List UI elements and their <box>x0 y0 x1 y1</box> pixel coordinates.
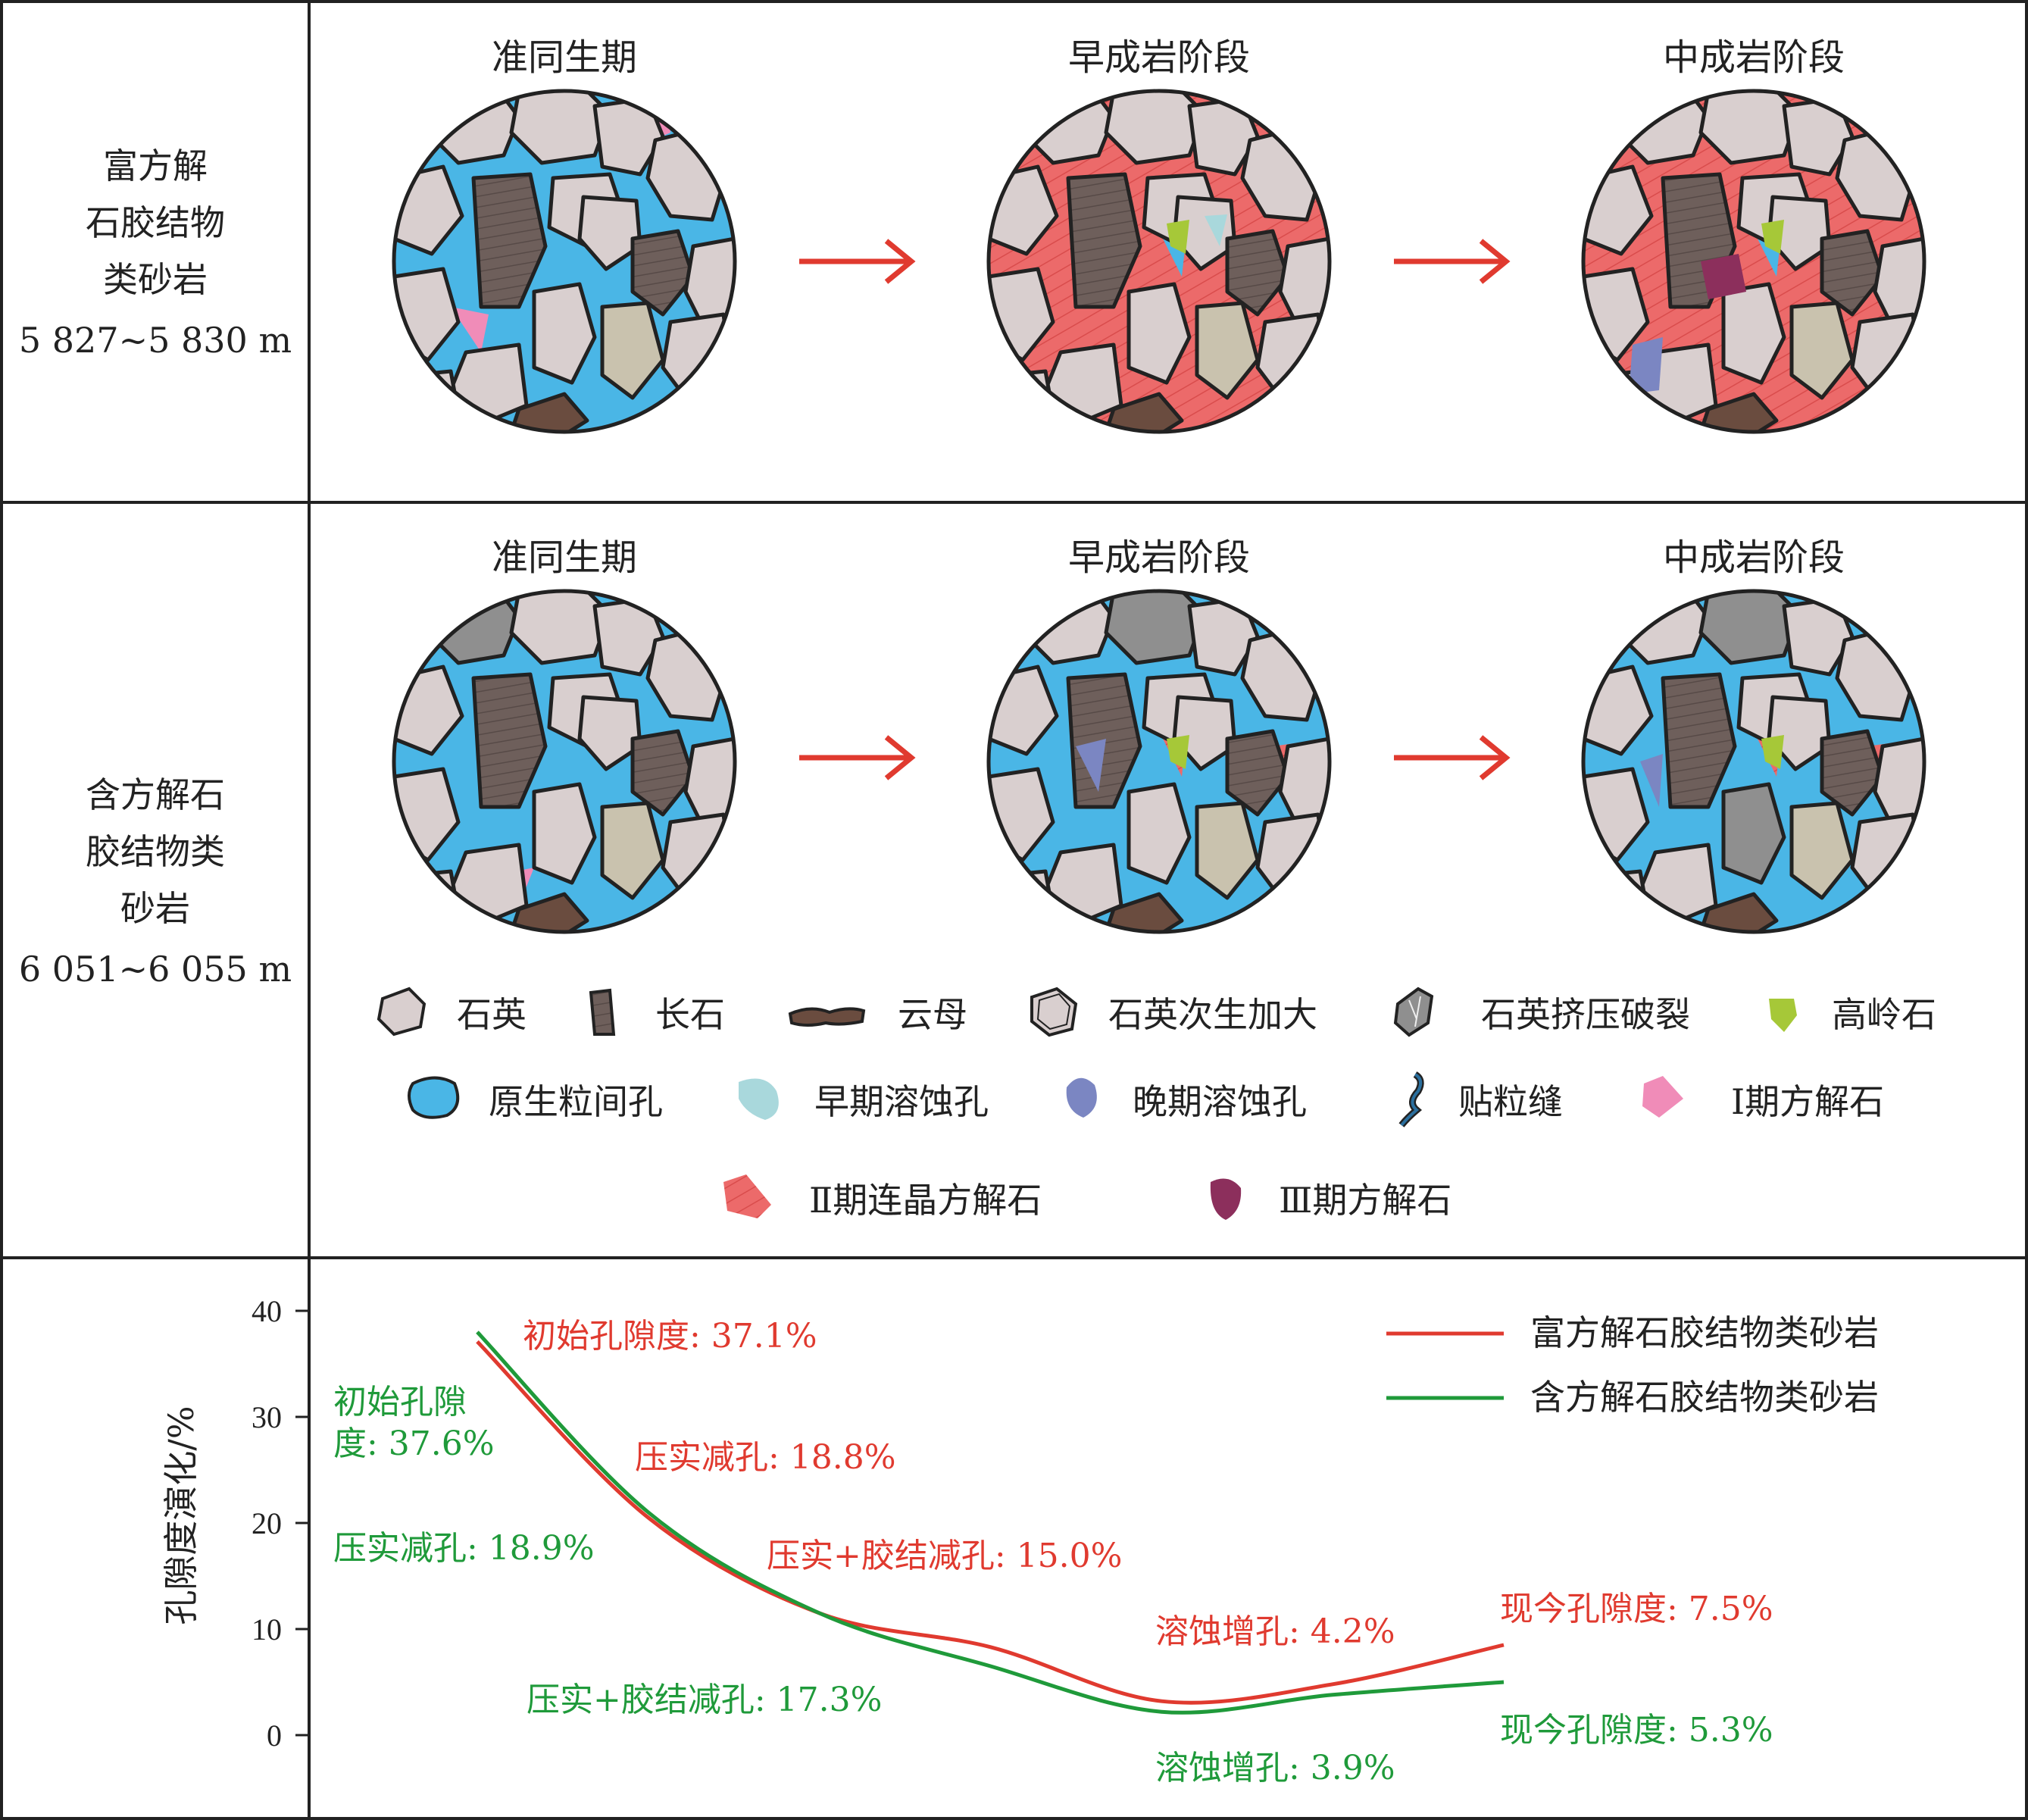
legend-item-late-dissolution-pore: 晚期溶蚀孔 <box>1066 1077 1307 1122</box>
legend-series-green: 含方解石胶结物类砂岩 <box>1530 1377 1879 1418</box>
row-2-stage-3-title: 中成岩阶段 <box>1663 536 1845 579</box>
legend: 石英 长石 云母 石英次生加大 石英挤压破裂 高岭石 原生粒间孔 <box>377 987 1936 1221</box>
thin-section-borders <box>392 89 1926 934</box>
legend-label-kaolinite: 高岭石 <box>1832 994 1936 1035</box>
annotation-red-dissolution: 溶蚀增孔: 4.2% <box>1155 1612 1395 1651</box>
primary-pore-icon <box>408 1076 460 1119</box>
y-tick-label: 10 <box>252 1612 282 1646</box>
row-1-label: 富方解 石胶结物 类砂岩 5 827~5 830 m <box>19 145 292 361</box>
legend-label-quartz: 石英 <box>457 994 527 1035</box>
arrow-icon <box>1394 735 1511 780</box>
annotation-red-compaction: 压实减孔: 18.8% <box>635 1438 896 1477</box>
legend-label-calcite-stage2: Ⅱ期连晶方解石 <box>809 1180 1042 1221</box>
annotation-green-present: 现今孔隙度: 5.3% <box>1500 1711 1773 1750</box>
legend-item-early-dissolution-pore: 早期溶蚀孔 <box>739 1078 989 1122</box>
annotation-green-compaction: 压实减孔: 18.9% <box>333 1529 595 1568</box>
feldspar-icon <box>589 988 616 1036</box>
thin-section-row1-stage2 <box>989 91 1330 432</box>
series-line-red <box>476 1340 1505 1705</box>
legend-item-quartz: 石英 <box>377 987 527 1037</box>
stage-titles: 准同生期 早成岩阶段 中成岩阶段 准同生期 早成岩阶段 中成岩阶段 <box>492 36 1845 579</box>
stage-arrows <box>799 239 1511 780</box>
green-annotations: 初始孔隙 度: 37.6% 压实减孔: 18.9% 压实+胶结减孔: 17.3%… <box>333 1383 1773 1787</box>
row-1-stage-1-title: 准同生期 <box>492 36 637 79</box>
legend-item-mica: 云母 <box>788 994 967 1035</box>
row-1-label-line-1: 富方解 <box>103 145 208 186</box>
thin-section-row2-stage1 <box>394 591 735 932</box>
row-2-label-line-2: 胶结物类 <box>86 831 225 872</box>
arrow-icon <box>799 239 916 284</box>
legend-item-feldspar: 长石 <box>589 988 725 1036</box>
legend-label-grain-edge-fracture: 贴粒缝 <box>1458 1081 1563 1122</box>
red-annotations: 初始孔隙度: 37.1% 压实减孔: 18.8% 压实+胶结减孔: 15.0% … <box>523 1317 1773 1651</box>
legend-label-calcite-stage1: Ⅰ期方解石 <box>1731 1081 1884 1122</box>
legend-label-calcite-stage3: Ⅲ期方解石 <box>1279 1180 1451 1221</box>
legend-label-quartz-fractured: 石英挤压破裂 <box>1481 994 1690 1035</box>
y-tick-label: 0 <box>267 1718 282 1753</box>
row-2-label-line-1: 含方解石 <box>86 774 225 815</box>
row-1-depth: 5 827~5 830 m <box>19 320 292 361</box>
row-2-label: 含方解石 胶结物类 砂岩 6 051~6 055 m <box>19 774 292 990</box>
thin-section-row2-stage3 <box>1583 591 1924 932</box>
row-2-label-line-3: 砂岩 <box>120 888 190 929</box>
annotation-red-initial: 初始孔隙度: 37.1% <box>523 1317 817 1356</box>
legend-item-calcite-stage2: Ⅱ期连晶方解石 <box>723 1174 1042 1221</box>
legend-item-grain-edge-fracture: 贴粒缝 <box>1398 1071 1563 1127</box>
chart-legend: 富方解石胶结物类砂岩 含方解石胶结物类砂岩 <box>1386 1312 1879 1418</box>
legend-label-quartz-overgrowth: 石英次生加大 <box>1108 994 1317 1035</box>
late-dissolution-pore-icon <box>1066 1077 1097 1118</box>
legend-label-primary-pore: 原生粒间孔 <box>489 1081 663 1122</box>
calcite-stage1-icon <box>1642 1076 1683 1118</box>
row-1-stage-3-title: 中成岩阶段 <box>1663 36 1845 79</box>
annotation-green-dissolution: 溶蚀增孔: 3.9% <box>1155 1749 1395 1787</box>
arrow-icon <box>1394 239 1511 284</box>
row-1-stage-2-title: 早成岩阶段 <box>1068 36 1250 79</box>
quartz-icon <box>377 987 427 1037</box>
y-tick-label: 30 <box>252 1400 282 1434</box>
annotation-red-present: 现今孔隙度: 7.5% <box>1500 1590 1773 1628</box>
row-1-label-line-3: 类砂岩 <box>103 259 208 300</box>
legend-item-quartz-fractured: 石英挤压破裂 <box>1393 987 1690 1037</box>
legend-series-red: 富方解石胶结物类砂岩 <box>1530 1312 1879 1353</box>
arrow-icon <box>799 735 916 780</box>
legend-item-calcite-stage1: Ⅰ期方解石 <box>1642 1076 1884 1122</box>
thin-section-row1-stage1 <box>394 91 735 432</box>
y-ticks: 0 10 20 30 40 <box>252 1294 309 1753</box>
thin-section-row2-stage2 <box>989 591 1330 932</box>
legend-item-quartz-overgrowth: 石英次生加大 <box>1030 987 1317 1037</box>
y-tick-label: 40 <box>252 1294 282 1328</box>
y-axis-label: 孔隙度演化/% <box>161 1406 202 1625</box>
series-line-green <box>476 1331 1505 1715</box>
kaolinite-icon <box>1769 999 1797 1032</box>
legend-label-mica: 云母 <box>898 994 967 1035</box>
calcite-stage2-icon <box>723 1174 771 1218</box>
row-2-depth: 6 051~6 055 m <box>19 949 292 990</box>
row-2-stage-1-title: 准同生期 <box>492 536 637 579</box>
row-1-label-line-2: 石胶结物 <box>86 202 225 243</box>
thin-section-row1-stage3 <box>1583 91 1924 432</box>
y-tick-label: 20 <box>252 1506 282 1540</box>
legend-label-early-dissolution-pore: 早期溶蚀孔 <box>814 1081 989 1122</box>
annotation-green-compaction-cement: 压实+胶结减孔: 17.3% <box>527 1681 882 1719</box>
annotation-green-initial-line-2: 度: 37.6% <box>333 1424 495 1463</box>
legend-item-calcite-stage3: Ⅲ期方解石 <box>1210 1178 1451 1221</box>
row-2-stage-2-title: 早成岩阶段 <box>1068 536 1250 579</box>
early-dissolution-pore-icon <box>739 1078 779 1120</box>
annotation-green-initial-line-1: 初始孔隙 <box>333 1383 467 1421</box>
legend-item-kaolinite: 高岭石 <box>1769 994 1936 1035</box>
annotation-red-compaction-cement: 压实+胶结减孔: 15.0% <box>767 1537 1122 1575</box>
legend-label-feldspar: 长石 <box>655 994 725 1035</box>
grain-edge-fracture-icon <box>1398 1071 1424 1127</box>
legend-label-late-dissolution-pore: 晚期溶蚀孔 <box>1133 1081 1307 1122</box>
calcite-stage3-icon <box>1210 1178 1242 1220</box>
mica-icon <box>788 1007 866 1027</box>
legend-item-primary-pore: 原生粒间孔 <box>408 1076 663 1122</box>
